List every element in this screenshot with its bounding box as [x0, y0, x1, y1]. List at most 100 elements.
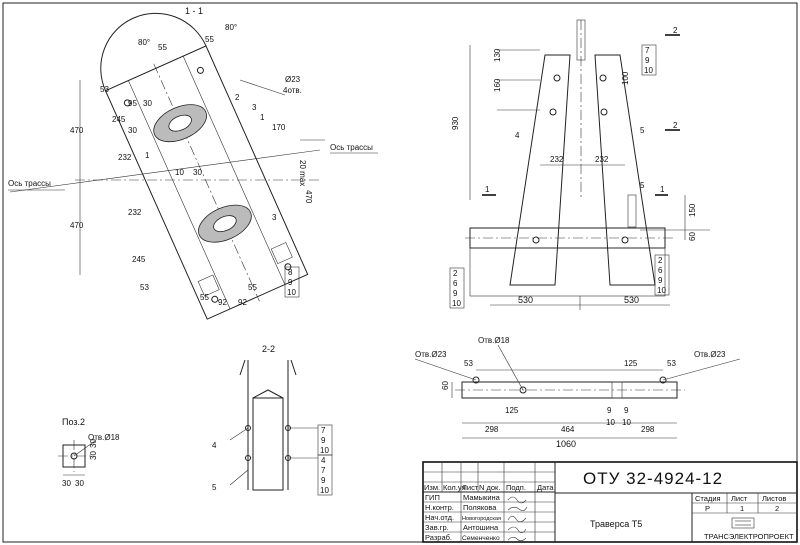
bottom-dim-1: 55 [200, 293, 209, 302]
s22-callout-b-10: 10 [320, 486, 329, 495]
sheets-header: Листов [762, 494, 786, 503]
beam-dim-298b: 298 [641, 425, 655, 434]
right-label-170: 170 [272, 123, 286, 132]
sheet-header: Лист [731, 494, 748, 503]
tb-role-razrab: Разраб. [425, 533, 452, 542]
front-pos-5b: 5 [640, 181, 645, 190]
section-1-1-title: 1 - 1 [185, 6, 203, 16]
hole-note-2: 4отв. [283, 86, 302, 95]
section-2-2: 2-2 4 5 7 9 10 4 7 9 10 [212, 344, 333, 496]
doc-code: ОТУ 32-4924-12 [583, 469, 723, 488]
front-callout-top-9: 9 [645, 56, 650, 65]
left-dim-53: 53 [100, 85, 109, 94]
s22-callout-a-9: 9 [321, 436, 326, 445]
tb-name-5: Семенченко [462, 535, 500, 542]
tb-role-zavgr: Зав.гр. [425, 523, 449, 532]
front-callout-right-2: 2 [658, 256, 663, 265]
mid-dim-30: 30 [193, 168, 202, 177]
pos2-dim-h2: 30 [75, 479, 84, 488]
section-1-1: 1 - 1 80° 80° 55 [8, 6, 378, 320]
bottom-dim-4: 55 [248, 283, 257, 292]
pos-3b: 3 [272, 213, 277, 222]
front-callout-left-2: 2 [453, 269, 458, 278]
signature-3 [507, 515, 527, 523]
front-callout-left-9: 9 [453, 289, 458, 298]
section-mark-2-bottom: 2 [673, 121, 678, 130]
front-dim-150: 150 [688, 203, 697, 217]
beam-dim-298a: 298 [485, 425, 499, 434]
tb-header-list: Лист [462, 483, 479, 492]
pos-2: 2 [235, 93, 240, 102]
front-dim-530b: 530 [624, 295, 639, 305]
beam-dim-53b: 53 [667, 359, 676, 368]
tb-header-podp: Подп. [506, 483, 526, 492]
s22-callout-b-4: 4 [321, 456, 326, 465]
front-callout-right-9: 9 [658, 276, 663, 285]
angle-left: 80° [138, 38, 150, 47]
dim-top-1: 55 [158, 43, 167, 52]
front-dim-100: 100 [621, 71, 630, 85]
pos-3: 3 [252, 103, 257, 112]
tb-role-nachotd: Нач.отд. [425, 513, 454, 522]
beam-height: 60 [441, 381, 450, 390]
total-bottom: 470 [70, 221, 84, 230]
callout-9: 9 [288, 278, 293, 287]
route-label-left: Ось трассы [8, 179, 51, 188]
front-cut-1-left: 1 [485, 185, 490, 194]
left-dim-245b: 245 [132, 255, 146, 264]
left-dim-95: 95 [128, 99, 137, 108]
front-dim-130: 130 [493, 48, 502, 62]
s22-callout-b-9: 9 [321, 476, 326, 485]
front-cut-1-right: 1 [660, 185, 665, 194]
tb-header-data: Дата [537, 483, 554, 492]
tb-header-izm: Изм. [424, 483, 440, 492]
beam-total: 1060 [556, 439, 576, 449]
front-dim-60: 60 [688, 232, 697, 241]
dim-top-2: 55 [205, 35, 214, 44]
pos2-dim-v: 30 [89, 451, 98, 460]
beam-dim-125a: 125 [624, 359, 638, 368]
tb-name-2: Полякова [463, 503, 497, 512]
beam-dim-53a: 53 [464, 359, 473, 368]
beam-callout-10b: 10 [622, 418, 631, 427]
pos-1b: 1 [260, 113, 265, 122]
left-dim-30: 30 [143, 99, 152, 108]
pos2-dim-h: 30 [62, 479, 71, 488]
beam-dim-464: 464 [561, 425, 575, 434]
front-callout-top-7: 7 [645, 46, 650, 55]
front-callout-left-10: 10 [452, 299, 461, 308]
pos2-detail: Поз.2 Отв.Ø18 30 30 30 30 [58, 417, 120, 488]
tb-role-gip: ГИП [425, 493, 440, 502]
beam-hole-right: Отв.Ø23 [694, 350, 726, 359]
left-dim-245: 245 [112, 115, 126, 124]
callout-8: 8 [288, 268, 293, 277]
s22-callout-b-7: 7 [321, 466, 326, 475]
bottom-dim-3: 92 [238, 298, 247, 307]
beam-detail: Отв.Ø23 Отв.Ø18 Отв.Ø23 53 125 53 60 125… [414, 336, 741, 449]
stage-value: Р [705, 504, 710, 513]
tb-name-3: Новогородская [462, 516, 501, 522]
signature-4 [507, 526, 527, 534]
right-label-470: 470 [304, 190, 313, 204]
s22-callout-a-10: 10 [320, 446, 329, 455]
route-label-right: Ось трассы [330, 143, 373, 152]
section-mark-2-top: 2 [673, 26, 678, 35]
left-dim-232a: 232 [118, 153, 132, 162]
front-callout-right-10: 10 [657, 286, 666, 295]
stage-header: Стадия [695, 494, 721, 503]
section-2-2-title: 2-2 [262, 344, 275, 354]
beam-hole-left: Отв.Ø23 [415, 350, 447, 359]
left-dim-232b: 232 [128, 208, 142, 217]
right-label-20max: 20 max [298, 160, 307, 186]
left-small-30: 30 [128, 126, 137, 135]
angle-right: 80° [225, 23, 237, 32]
hole-note-1: Ø23 [285, 75, 301, 84]
s22-callout-a-7: 7 [321, 426, 326, 435]
company-name: ТРАНСЭЛЕКТРОПРОЕКТ [704, 532, 794, 541]
front-callout-left-6: 6 [453, 279, 458, 288]
sheet-value: 1 [740, 504, 744, 513]
front-pos-5a: 5 [640, 126, 645, 135]
section-2-2-pos-5: 5 [212, 483, 217, 492]
signature-1 [507, 496, 527, 504]
